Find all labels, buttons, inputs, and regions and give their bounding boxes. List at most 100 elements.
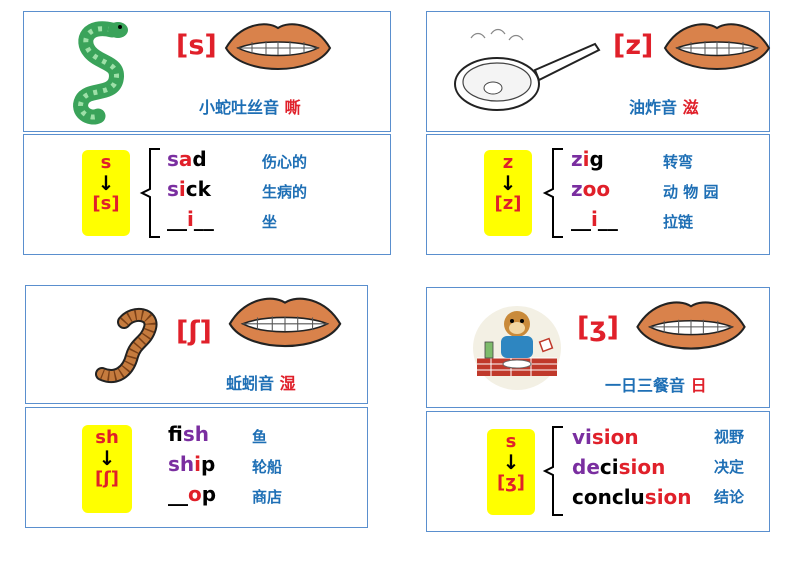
spelling-letter: s [505, 431, 517, 452]
word-part: p [201, 452, 216, 476]
word-part: sh [168, 452, 195, 476]
example-word: fish [168, 422, 209, 446]
caption-text: 小蛇吐丝音 [199, 98, 280, 117]
word-part: __ [167, 207, 187, 231]
example-word: decision [572, 455, 665, 479]
spelling-letter: s [100, 152, 112, 173]
frying-pan-icon [454, 28, 601, 111]
sound-caption: 小蛇吐丝音 嘶 [199, 94, 301, 118]
example-word: zoo [571, 177, 610, 201]
card-zh-header: [ʒ] 一日三餐音 日 [426, 287, 770, 408]
word-part: sion [618, 455, 666, 479]
word-part: i [194, 452, 202, 476]
word-part: g [589, 147, 604, 171]
word-part: s [167, 177, 179, 201]
spelling-box: sh ↓ [ʃ] [82, 425, 132, 513]
word-meaning: 动 物 园 [663, 183, 719, 201]
spelling-box: s ↓ [s] [82, 150, 130, 236]
example-word: sick [167, 177, 211, 201]
mouth-icon [636, 301, 746, 350]
word-part: i [591, 207, 598, 231]
word-part: sion [591, 425, 639, 449]
word-meaning: 商店 [252, 488, 283, 506]
mouth-icon [228, 297, 342, 348]
card-zh-words: s ↓ [ʒ] vision decision conclusion 视野 决定… [426, 411, 770, 532]
example-word: ship [168, 452, 215, 476]
example-word: conclusion [572, 485, 692, 509]
word-part: z [571, 177, 583, 201]
word-meaning: 鱼 [252, 428, 268, 446]
worm-icon [95, 307, 158, 383]
word-part: s [167, 147, 179, 171]
word-part: i [187, 207, 194, 231]
card-z-header: [z] 油炸音 滋 [426, 11, 771, 132]
ipa-symbol: [ʃ] [176, 316, 212, 347]
word-part: p [201, 482, 217, 506]
word-part: oo [582, 177, 611, 201]
card-z-words: z ↓ [z] zig zoo __i__ 转弯 动 物 园 拉链 [426, 134, 770, 255]
caption-text: 油炸音 [629, 98, 678, 117]
example-word: vision [572, 425, 639, 449]
bracket-icon [139, 148, 160, 238]
word-part: i [178, 177, 186, 201]
down-arrow-icon: ↓ [97, 171, 115, 195]
word-part: de [572, 455, 600, 479]
word-meaning: 轮船 [252, 458, 283, 476]
word-part: sh [182, 422, 209, 446]
word-part: __ [193, 207, 214, 231]
caption-sound: 嘶 [284, 98, 301, 117]
sound-caption: 油炸音 滋 [629, 94, 699, 118]
word-part: o [188, 482, 202, 506]
sound-caption: 蚯蚓音 湿 [226, 370, 296, 394]
ipa-symbol: [ʒ] [577, 312, 619, 343]
spelling-box: s ↓ [ʒ] [487, 429, 535, 515]
word-part: __ [597, 207, 618, 231]
word-part: conclu [572, 485, 645, 509]
monkey-eating-icon [473, 306, 561, 390]
word-meaning: 生病的 [262, 183, 308, 201]
word-part: ck [185, 177, 211, 201]
example-word: sad [167, 147, 207, 171]
word-meaning: 伤心的 [262, 153, 308, 171]
card-sh-words: sh ↓ [ʃ] fish ship __op 鱼 轮船 商店 [25, 407, 368, 528]
word-meaning: 结论 [714, 488, 745, 506]
word-part: f [168, 422, 183, 446]
down-arrow-icon: ↓ [502, 450, 520, 474]
card-s-header: [s] 小蛇吐丝音 嘶 [23, 11, 391, 132]
caption-text: 一日三餐音 [605, 376, 686, 395]
bracket-icon [542, 426, 563, 516]
sound-caption: 一日三餐音 日 [605, 372, 707, 396]
bracket-icon [542, 148, 563, 238]
word-part: __ [571, 207, 591, 231]
word-meaning: 拉链 [663, 213, 694, 231]
word-meaning: 转弯 [663, 153, 694, 171]
word-part: a [178, 147, 193, 171]
word-part: d [192, 147, 207, 171]
spelling-letter: z [502, 152, 514, 173]
word-part: i [582, 147, 590, 171]
word-part: __ [168, 482, 188, 506]
word-meaning: 视野 [714, 428, 745, 446]
mouth-icon [224, 23, 332, 70]
card-sh-header: [ʃ] 蚯蚓音 湿 [25, 285, 368, 404]
snake-icon [73, 21, 128, 125]
word-part: z [571, 147, 583, 171]
example-word: __op [168, 482, 216, 506]
example-word: zig [571, 147, 604, 171]
example-word: __i__ [167, 207, 214, 231]
ipa-symbol: [s] [176, 30, 217, 61]
spelling-ipa: [s] [92, 193, 120, 214]
spelling-ipa: [ʒ] [497, 472, 525, 493]
word-part: vi [572, 425, 592, 449]
word-meaning: 决定 [714, 458, 745, 476]
caption-sound: 滋 [682, 98, 699, 117]
caption-sound: 湿 [279, 374, 296, 393]
example-word: __i__ [571, 207, 618, 231]
down-arrow-icon: ↓ [499, 171, 517, 195]
spelling-ipa: [z] [494, 193, 522, 214]
word-part: sion [644, 485, 692, 509]
down-arrow-icon: ↓ [98, 446, 116, 470]
mouth-icon [663, 23, 771, 70]
spelling-box: z ↓ [z] [484, 150, 532, 236]
word-part: ci [599, 455, 619, 479]
